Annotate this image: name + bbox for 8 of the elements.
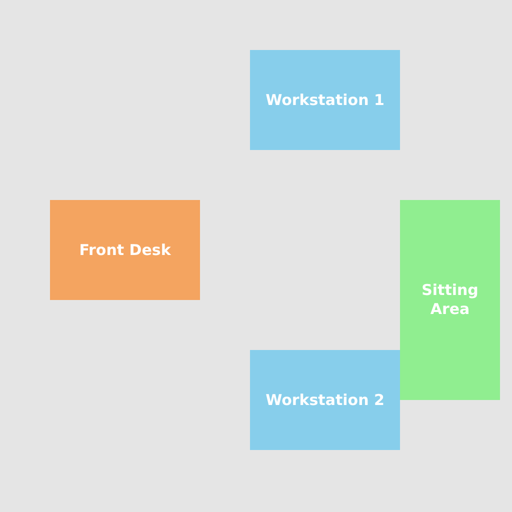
area-label: Workstation 2: [266, 390, 384, 410]
area-label: Sitting Area: [420, 281, 480, 319]
workstation-area: [250, 350, 400, 450]
area-label: Workstation 1: [266, 90, 384, 110]
front-desk-area: [50, 200, 200, 300]
area-label: Front Desk: [79, 240, 171, 260]
workstation-area: [250, 50, 400, 150]
sitting-area: [400, 200, 500, 400]
